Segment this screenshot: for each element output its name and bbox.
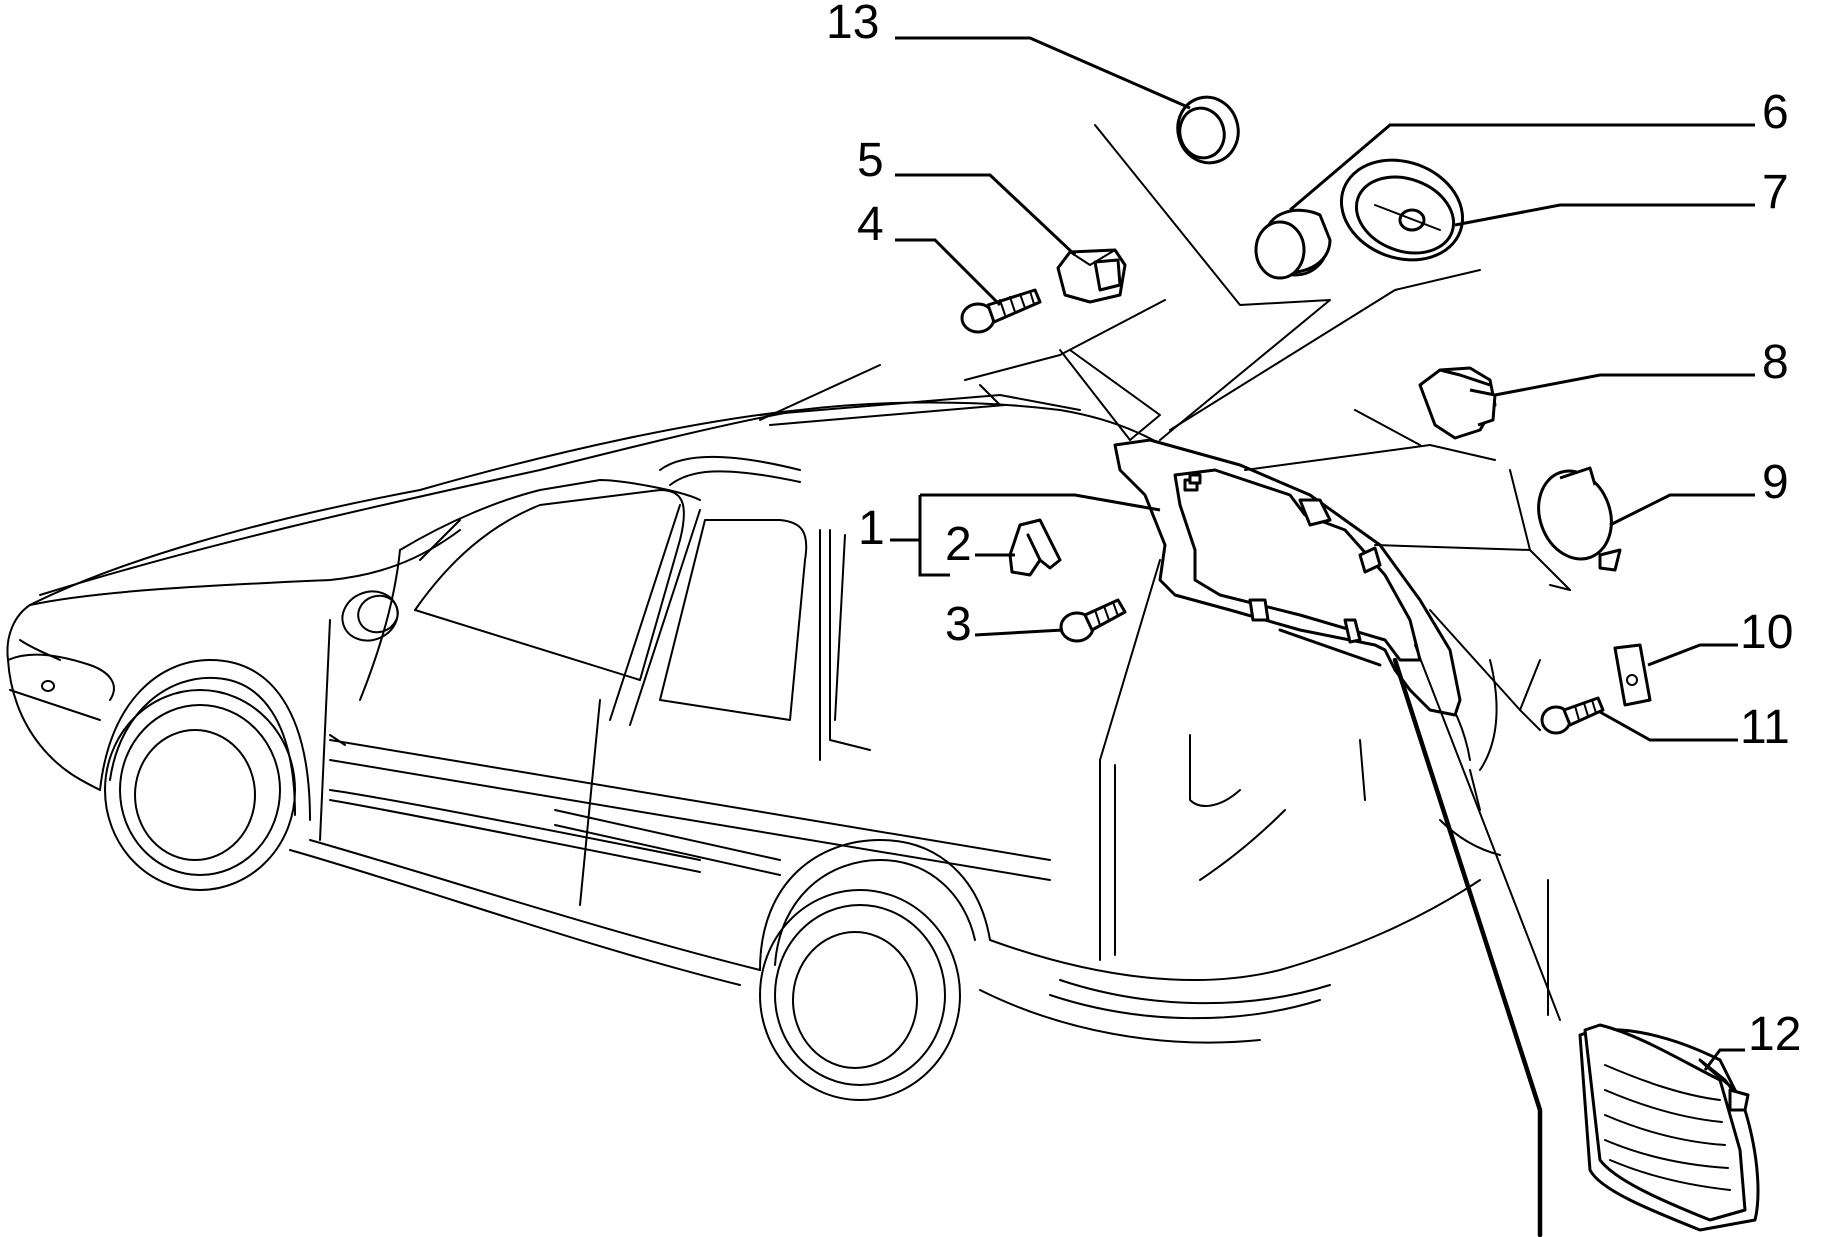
callout-7: 7 — [1762, 166, 1789, 219]
vent-grille-part-12 — [1578, 1023, 1760, 1232]
screw-part-4 — [960, 288, 1042, 334]
round-plug-part-13 — [1176, 95, 1240, 165]
clip-part-2 — [1008, 518, 1062, 577]
screw-part-11 — [1540, 696, 1605, 735]
spring-nut-part-10 — [1613, 643, 1652, 707]
callout-12: 12 — [1748, 1008, 1801, 1061]
callout-5: 5 — [857, 134, 884, 187]
station-wagon-outline — [6, 364, 1501, 1101]
grommet-part-6 — [1254, 208, 1332, 280]
callout-13: 13 — [826, 0, 879, 49]
callout-leaders — [890, 36, 1755, 1071]
oval-lamp-part-7 — [1339, 158, 1465, 262]
rear-window-trim-frame-part-1 — [1113, 438, 1462, 717]
callout-labels: 13 5 4 1 2 3 6 7 8 9 10 11 12 — [826, 0, 1801, 1061]
callout-2: 2 — [945, 518, 972, 571]
callout-11: 11 — [1740, 701, 1790, 754]
clip-nut-part-5 — [1056, 248, 1127, 304]
callout-1: 1 — [858, 502, 885, 555]
connector-part-8 — [1418, 366, 1497, 440]
callout-3: 3 — [945, 598, 972, 651]
screw-part-3 — [1059, 598, 1127, 643]
round-cover-part-9 — [1537, 466, 1622, 572]
callout-8: 8 — [1762, 336, 1789, 389]
callout-10: 10 — [1740, 606, 1793, 659]
callout-6: 6 — [1762, 86, 1789, 139]
callout-9: 9 — [1762, 456, 1789, 509]
callout-4: 4 — [857, 198, 884, 251]
assembly-guide-lines — [964, 124, 1571, 1237]
